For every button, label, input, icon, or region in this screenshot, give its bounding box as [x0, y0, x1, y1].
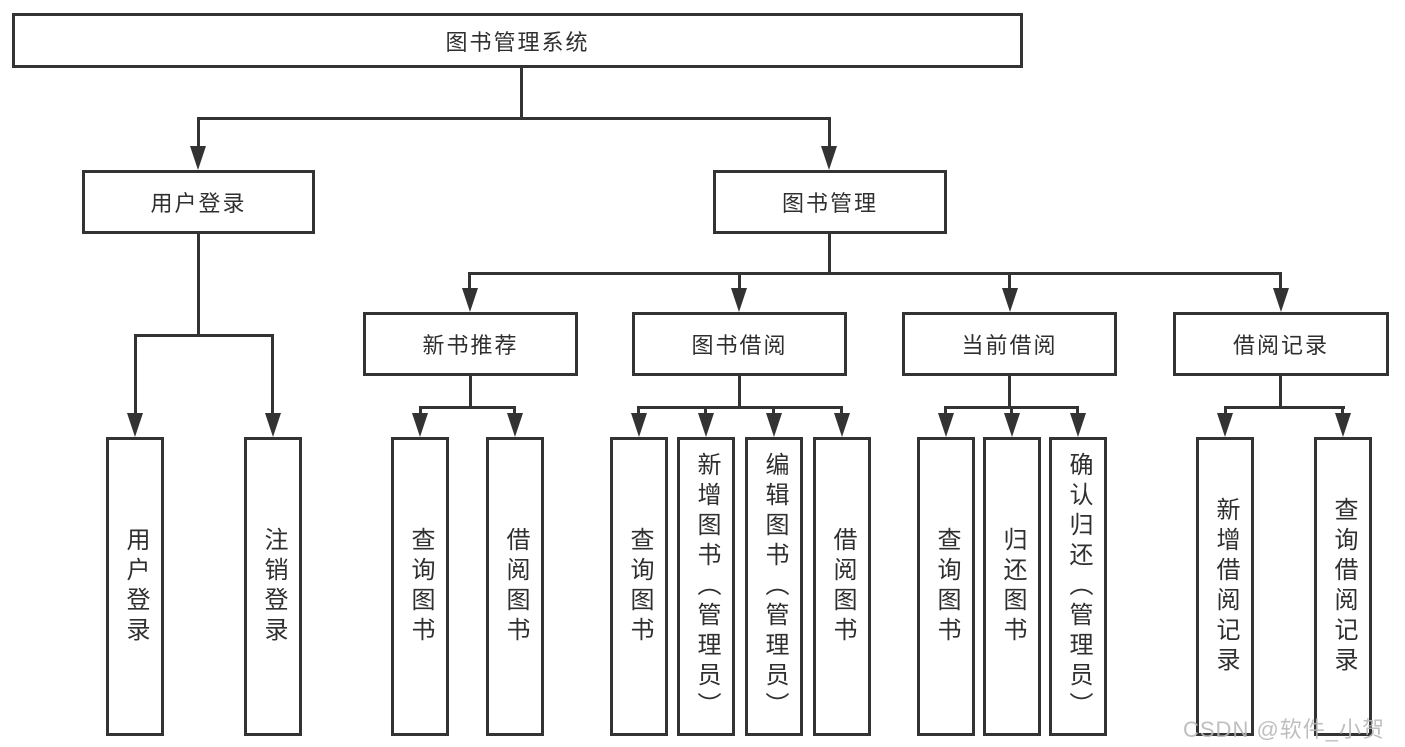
node-borrow-records-label: 借阅记录: [1232, 333, 1329, 358]
connector-line: [134, 334, 137, 415]
arrow-down-icon: [938, 413, 954, 437]
node-current-borrow-label: 当前借阅: [961, 333, 1058, 358]
leaf-borrow-books-1-label: 借阅图书: [502, 526, 529, 647]
arrow-down-icon: [1070, 413, 1086, 437]
node-borrow-records: 借阅记录: [1173, 312, 1389, 376]
node-user-login-label: 用户登录: [150, 191, 247, 216]
arrow-down-icon: [412, 413, 428, 437]
node-new-book-recommend-label: 新书推荐: [422, 333, 519, 358]
connector-line: [468, 272, 471, 290]
connector-line: [197, 117, 831, 120]
connector-line: [840, 406, 843, 415]
leaf-query-borrow-record: 查询借阅记录: [1314, 437, 1372, 736]
leaf-borrow-books-2: 借阅图书: [813, 437, 871, 736]
arrow-down-icon: [631, 413, 647, 437]
leaf-query-borrow-record-label: 查询借阅记录: [1330, 496, 1357, 677]
connector-line: [271, 334, 274, 415]
leaf-query-books-1-label: 查询图书: [407, 526, 434, 647]
connector-line: [944, 406, 947, 415]
connector-line: [1008, 272, 1011, 290]
leaf-borrow-books-2-label: 借阅图书: [829, 526, 856, 647]
connector-line: [772, 406, 775, 415]
node-book-management: 图书管理: [713, 170, 947, 234]
leaf-user-login-label: 用户登录: [122, 526, 149, 647]
arrow-down-icon: [265, 413, 281, 437]
connector-line: [513, 406, 516, 415]
leaf-return-book: 归还图书: [983, 437, 1041, 736]
leaf-add-book-admin-label: 新增图书（管理员）: [693, 451, 720, 722]
connector-line: [828, 117, 831, 149]
arrow-down-icon: [190, 146, 206, 170]
connector-line: [1279, 272, 1282, 290]
connector-line: [1010, 406, 1013, 415]
leaf-confirm-return-admin-label: 确认归还（管理员）: [1065, 451, 1092, 722]
connector-line: [828, 234, 831, 274]
connector-line: [637, 406, 640, 415]
leaf-add-borrow-record: 新增借阅记录: [1196, 437, 1254, 736]
connector-line: [1279, 376, 1282, 408]
node-current-borrow: 当前借阅: [902, 312, 1117, 376]
arrow-down-icon: [127, 413, 143, 437]
connector-line: [134, 334, 274, 337]
connector-line: [1076, 406, 1079, 415]
arrow-down-icon: [462, 288, 478, 312]
connector-line: [1341, 406, 1344, 415]
connector-line: [1224, 406, 1227, 415]
leaf-query-books-2: 查询图书: [610, 437, 668, 736]
node-library-system: 图书管理系统: [12, 13, 1023, 68]
leaf-borrow-books-1: 借阅图书: [486, 437, 544, 736]
connector-line: [419, 406, 516, 409]
leaf-add-book-admin: 新增图书（管理员）: [677, 437, 735, 736]
leaf-add-borrow-record-label: 新增借阅记录: [1212, 496, 1239, 677]
leaf-query-books-1: 查询图书: [391, 437, 449, 736]
connector-line: [738, 376, 741, 408]
arrow-down-icon: [1217, 413, 1233, 437]
leaf-logout: 注销登录: [244, 437, 302, 736]
arrow-down-icon: [698, 413, 714, 437]
leaf-edit-book-admin: 编辑图书（管理员）: [745, 437, 803, 736]
arrow-down-icon: [1335, 413, 1351, 437]
connector-line: [704, 406, 707, 415]
node-book-borrow: 图书借阅: [632, 312, 847, 376]
leaf-user-login: 用户登录: [106, 437, 164, 736]
arrow-down-icon: [1273, 288, 1289, 312]
arrow-down-icon: [766, 413, 782, 437]
arrow-down-icon: [1004, 413, 1020, 437]
connector-line: [1008, 376, 1011, 408]
arrow-down-icon: [834, 413, 850, 437]
connector-line: [468, 272, 1282, 275]
leaf-return-book-label: 归还图书: [999, 526, 1026, 647]
leaf-query-books-3-label: 查询图书: [933, 526, 960, 647]
arrow-down-icon: [507, 413, 523, 437]
connector-line: [197, 234, 200, 335]
arrow-down-icon: [821, 146, 837, 170]
connector-line: [469, 376, 472, 408]
connector-line: [197, 117, 200, 149]
connector-line: [419, 406, 422, 415]
connector-line: [520, 67, 523, 119]
leaf-query-books-2-label: 查询图书: [626, 526, 653, 647]
node-new-book-recommend: 新书推荐: [363, 312, 578, 376]
connector-line: [637, 406, 843, 409]
node-user-login: 用户登录: [82, 170, 315, 234]
node-book-borrow-label: 图书借阅: [691, 333, 788, 358]
connector-line: [738, 272, 741, 290]
leaf-confirm-return-admin: 确认归还（管理员）: [1049, 437, 1107, 736]
leaf-edit-book-admin-label: 编辑图书（管理员）: [761, 451, 788, 722]
csdn-watermark: CSDN @软件_小贺同学: [1183, 717, 1386, 742]
node-book-management-label: 图书管理: [781, 191, 878, 216]
arrow-down-icon: [1002, 288, 1018, 312]
connector-line: [1224, 406, 1345, 409]
arrow-down-icon: [731, 288, 747, 312]
leaf-query-books-3: 查询图书: [917, 437, 975, 736]
node-library-system-label: 图书管理系统: [445, 29, 590, 55]
leaf-logout-label: 注销登录: [260, 526, 287, 647]
